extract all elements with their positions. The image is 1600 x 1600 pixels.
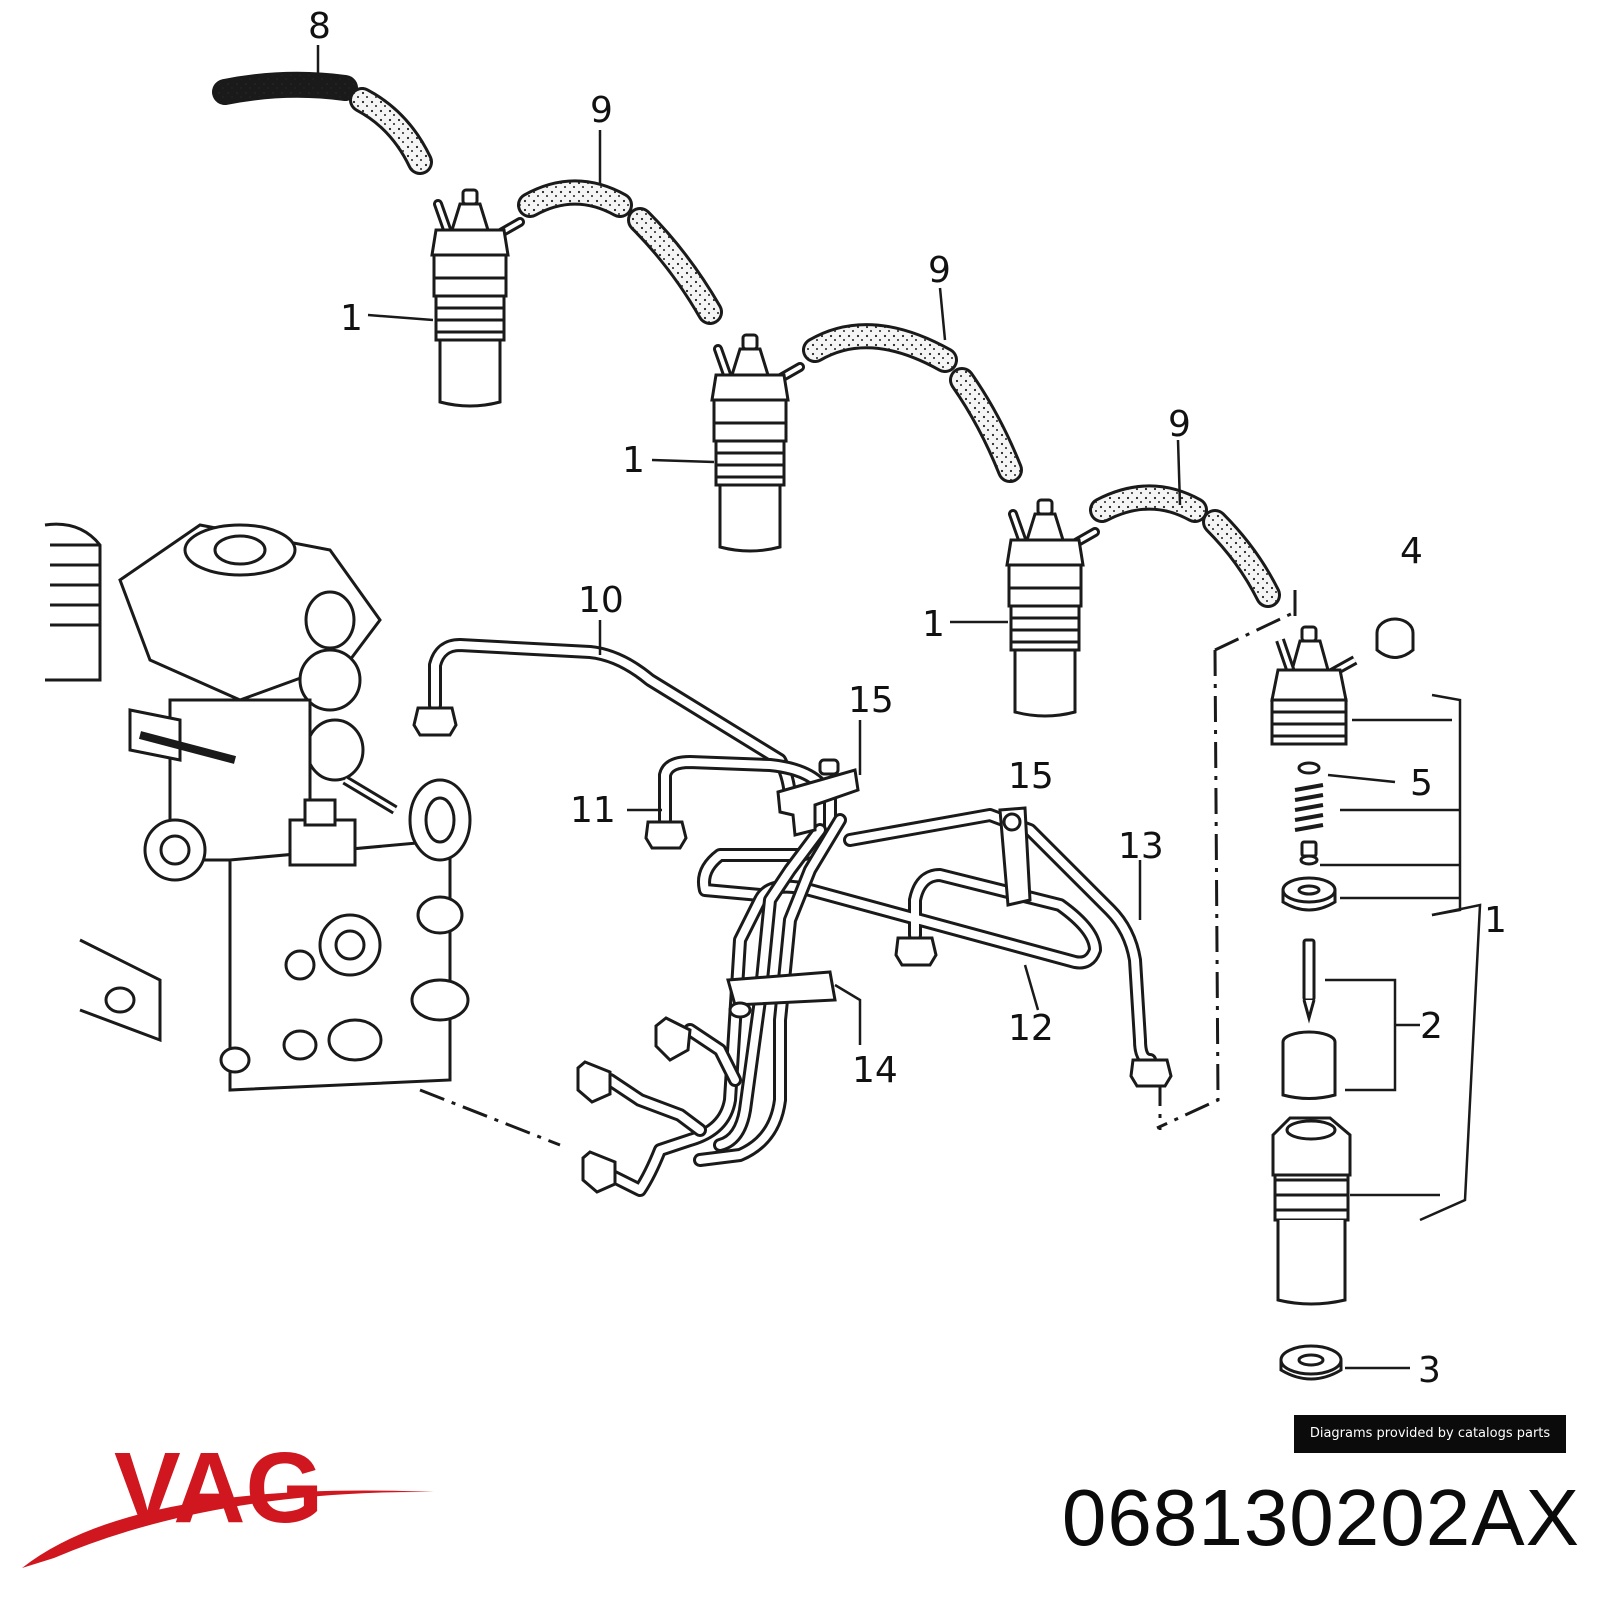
brand-name: VAG [114,1440,323,1544]
callout-1: 1 [340,298,363,339]
callout-1: 1 [622,440,645,481]
callout-10: 10 [578,580,624,621]
leak-off-hoses [212,71,1281,608]
callout-3: 3 [1418,1350,1441,1391]
callout-14: 14 [852,1050,898,1091]
callout-8: 8 [308,6,331,47]
callout-labels: 8 9 9 9 1 1 1 1 4 5 2 3 10 11 12 13 14 1… [308,6,1507,1391]
callout-5: 5 [1410,763,1433,804]
leader-lines [316,45,1482,1370]
callout-15: 15 [848,680,894,721]
callout-2: 2 [1420,1006,1443,1047]
callout-9: 9 [1168,404,1191,445]
exploded-injector [1270,617,1415,1381]
callout-15: 15 [1008,756,1054,797]
callout-9: 9 [590,90,613,131]
callout-13: 13 [1118,826,1164,867]
guide-lines [419,590,1297,1147]
callout-4: 4 [1400,531,1423,572]
pressure-pipes [428,638,1157,1197]
part-number: 068130202AX [1061,1473,1580,1562]
callout-1: 1 [922,604,945,645]
callout-1: 1 [1484,900,1507,941]
injection-pump [44,522,472,1092]
injector-3 [1007,500,1095,716]
diagram-credit: Diagrams provided by catalogs parts [1294,1415,1566,1453]
pipe-clamps [726,758,1032,1019]
injector-2 [712,335,800,551]
vag-logo-icon: VAG [14,1432,444,1590]
injector-1 [432,190,520,406]
pipe-nuts [412,706,1173,1194]
callout-11: 11 [570,790,616,831]
callout-12: 12 [1008,1008,1054,1049]
callout-9: 9 [928,250,951,291]
